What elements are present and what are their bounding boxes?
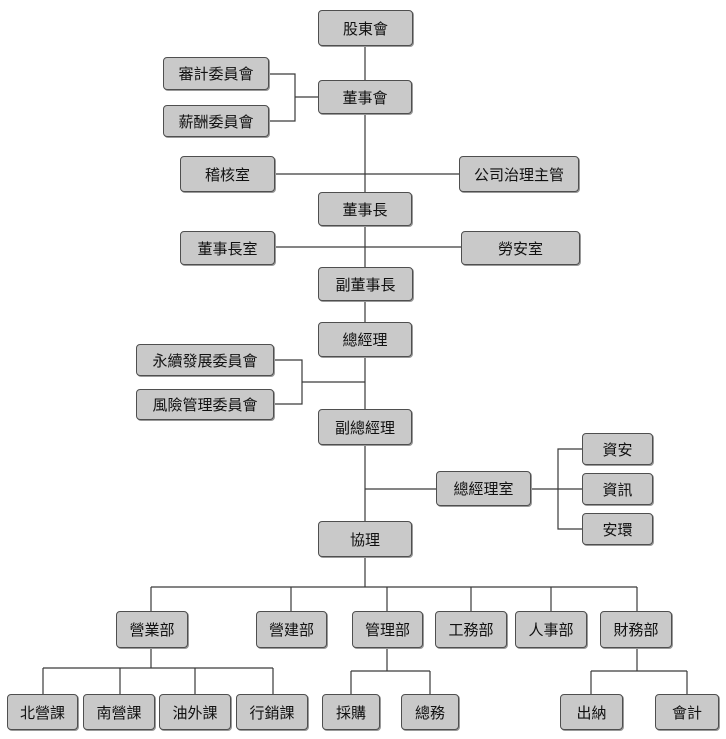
committees-bracket-line bbox=[269, 73, 296, 122]
general-manager-box: 總經理 bbox=[318, 322, 412, 357]
hr-dept-box: 人事部 bbox=[515, 611, 587, 648]
finance-dept-box: 財務部 bbox=[600, 611, 672, 648]
procurement-box: 採購 bbox=[322, 694, 380, 730]
construction-dept-box: 營建部 bbox=[256, 611, 327, 648]
chairman-box: 董事長 bbox=[318, 192, 412, 226]
gm-committees-bracket-line bbox=[274, 359, 303, 405]
assistant-manager-box: 協理 bbox=[318, 521, 412, 557]
audit-committee-box: 審計委員會 bbox=[163, 57, 269, 90]
management-dept-box: 管理部 bbox=[352, 611, 423, 648]
sales-dept-box: 營業部 bbox=[116, 611, 188, 648]
cashier-box: 出納 bbox=[560, 694, 623, 730]
internal-audit-box: 稽核室 bbox=[180, 156, 275, 192]
marketing-box: 行銷課 bbox=[236, 694, 308, 730]
south-sales-box: 南營課 bbox=[83, 694, 155, 730]
gm-office-box: 總經理室 bbox=[436, 471, 531, 506]
safety-environment-box: 安環 bbox=[582, 513, 653, 545]
risk-committee-box: 風險管理委員會 bbox=[136, 389, 274, 420]
labor-safety-box: 勞安室 bbox=[461, 231, 580, 265]
accounting-box: 會計 bbox=[655, 694, 719, 730]
sustainability-committee-box: 永續發展委員會 bbox=[136, 344, 274, 376]
north-sales-box: 北營課 bbox=[7, 694, 78, 730]
shareholders-box: 股東會 bbox=[318, 10, 413, 46]
deputy-gm-box: 副總經理 bbox=[318, 409, 412, 445]
info-security-box: 資安 bbox=[582, 433, 653, 465]
governance-officer-box: 公司治理主管 bbox=[459, 156, 579, 192]
general-affairs-box: 總務 bbox=[401, 694, 459, 730]
oil-external-box: 油外課 bbox=[159, 694, 231, 730]
engineering-dept-box: 工務部 bbox=[435, 611, 507, 648]
vice-chairman-box: 副董事長 bbox=[318, 267, 413, 301]
chairman-office-box: 董事長室 bbox=[180, 231, 275, 265]
board-box: 董事會 bbox=[318, 80, 412, 114]
information-box: 資訊 bbox=[582, 473, 653, 505]
compensation-committee-box: 薪酬委員會 bbox=[163, 105, 269, 137]
